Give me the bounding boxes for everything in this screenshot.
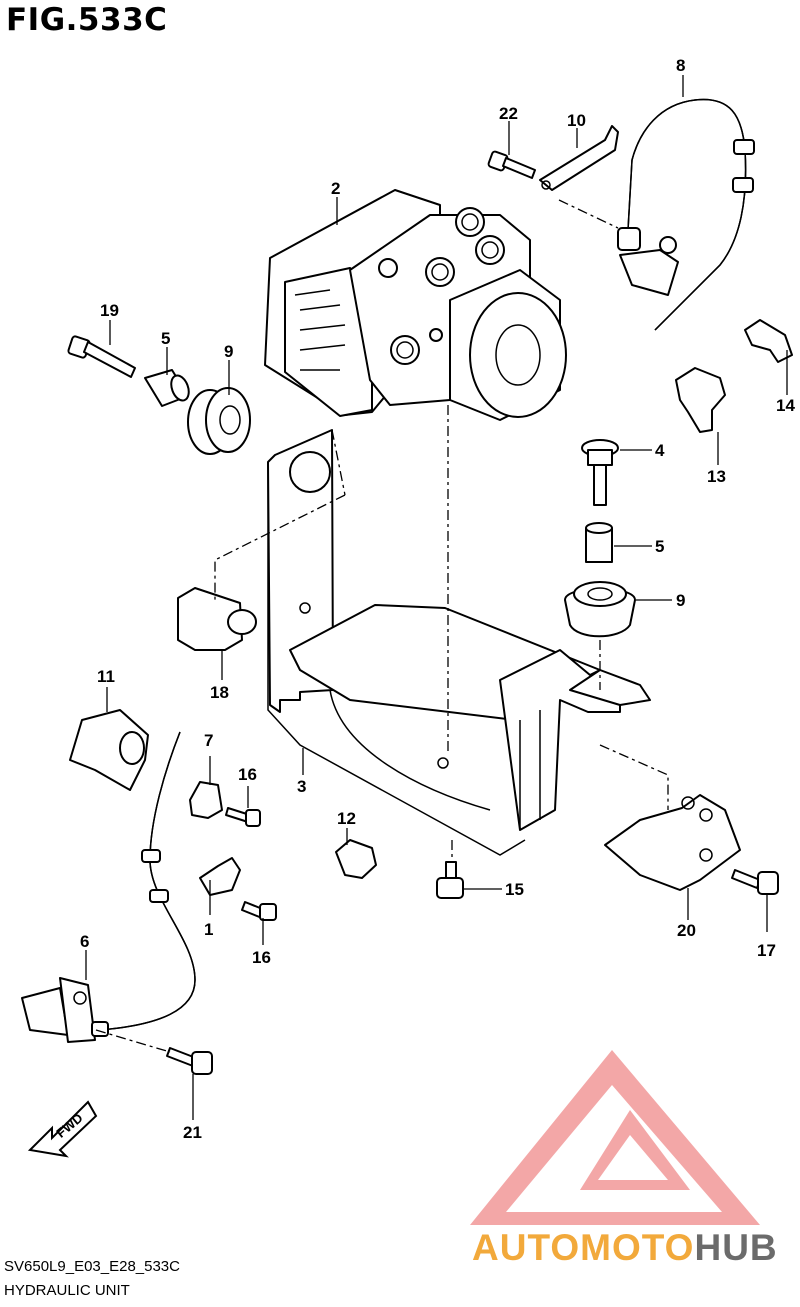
clamp-part-14 (744, 319, 793, 363)
callout-5b: 5 (655, 537, 665, 556)
bolt-part-15 (436, 861, 464, 899)
assembly-lines (95, 199, 669, 1053)
callout-17: 17 (757, 941, 776, 960)
callout-1: 1 (204, 920, 214, 939)
callout-16b: 16 (252, 948, 271, 967)
callout-10: 10 (567, 111, 586, 130)
bolt-part-21 (166, 1047, 213, 1075)
bracket-part-18 (177, 587, 257, 651)
callout-22: 22 (499, 104, 518, 123)
callout-12: 12 (337, 809, 356, 828)
bolt-part-4 (581, 439, 619, 506)
hydraulic-unit-part-2 (264, 189, 567, 421)
callout-9a: 9 (224, 342, 234, 361)
callout-8: 8 (676, 56, 686, 75)
clip-part-12 (335, 839, 377, 879)
callout-4: 4 (655, 441, 665, 460)
clamp-part-11 (69, 709, 149, 791)
callout-2: 2 (331, 179, 341, 198)
callout-11: 11 (97, 667, 115, 686)
bracket-part-3 (267, 429, 651, 856)
brand-part-1: AUTOMOTO (472, 1227, 695, 1268)
figure-name: HYDRAULIC UNIT (4, 1282, 130, 1299)
grommet-part-9b (564, 581, 636, 638)
fwd-arrow-icon: FWD (27, 1100, 98, 1158)
clamp-part-13 (675, 367, 726, 433)
callout-16a: 16 (238, 765, 257, 784)
speed-sensor-part-6 (21, 731, 196, 1043)
brand-part-2: HUB (694, 1227, 778, 1268)
bolt-part-22 (487, 150, 536, 179)
callout-5a: 5 (161, 329, 171, 348)
clip-part-1 (199, 857, 241, 896)
callout-7: 7 (204, 731, 214, 750)
watermark-brand: AUTOMOTOHUB (472, 1228, 778, 1268)
figure-title: FIG.533C (6, 2, 168, 38)
callout-3: 3 (297, 777, 307, 796)
sensor-lead-part-8 (617, 98, 755, 331)
callout-14: 14 (776, 396, 795, 415)
bolt-part-16a (225, 807, 261, 827)
callout-20: 20 (677, 921, 696, 940)
clip-part-7 (189, 781, 223, 819)
callout-19: 19 (100, 301, 119, 320)
leader-lines (85, 75, 788, 1120)
collar-part-5b (585, 522, 613, 563)
collar-part-5a (144, 369, 190, 407)
bolt-part-17 (731, 869, 779, 895)
bracket-part-20 (604, 794, 741, 891)
figure-code: SV650L9_E03_E28_533C (4, 1258, 180, 1275)
bracket-part-10 (539, 125, 619, 191)
bolt-part-19 (67, 335, 136, 378)
callout-13: 13 (707, 467, 726, 486)
callout-21: 21 (183, 1123, 202, 1142)
callout-15: 15 (505, 880, 524, 899)
callout-9b: 9 (676, 591, 686, 610)
callout-6: 6 (80, 932, 90, 951)
grommet-part-9a (187, 387, 251, 455)
watermark-logo (470, 1050, 760, 1225)
bolt-part-16b (241, 901, 277, 921)
callout-18: 18 (210, 683, 229, 702)
